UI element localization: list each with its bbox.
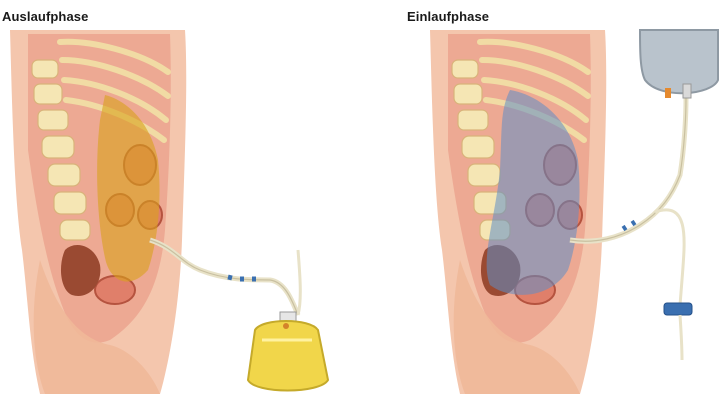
drain-phase-torso xyxy=(10,30,186,394)
drain-bag xyxy=(248,312,328,391)
inflow-bag xyxy=(640,30,718,98)
inflow-phase-torso xyxy=(430,30,606,394)
blue-clamp xyxy=(664,303,692,360)
